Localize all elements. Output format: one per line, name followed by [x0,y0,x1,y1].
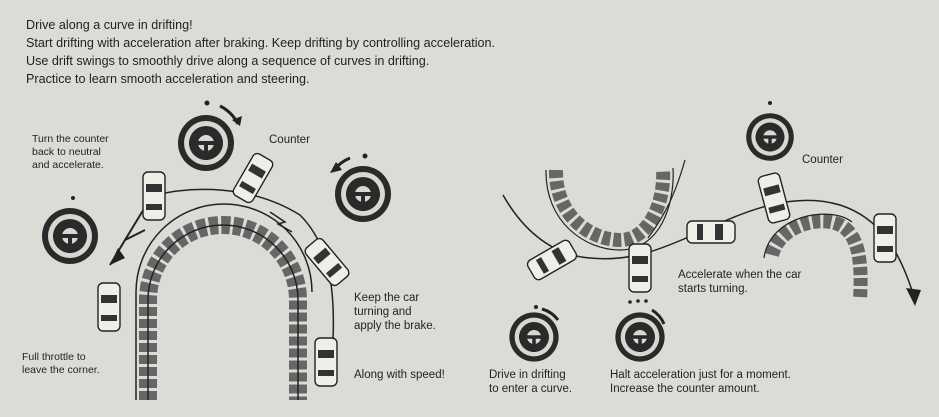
steering-wheel-left-3 [334,165,392,223]
brake-zigzag [269,211,293,233]
left-cars [97,151,352,387]
intro-line-4: Practice to learn smooth acceleration an… [26,72,310,86]
intro-line-3: Use drift swings to smoothly drive along… [26,54,430,68]
intro-text: Drive along a curve in drifting! Start d… [26,16,666,88]
car-left-2 [230,151,276,205]
keep-turning-label: Keep the car turning and apply the brake… [354,292,436,332]
car-right-1 [525,237,579,283]
counter-label-left: Counter [269,134,310,146]
accelerate-label: Accelerate when the car starts turning. [678,269,802,295]
car-left-1 [142,171,166,221]
car-left-5 [314,337,338,387]
steering-wheel-right-2 [508,311,560,363]
turn-counter-label: Turn the counter back to neutral and acc… [32,133,109,171]
left-track-arch [135,203,313,400]
full-throttle-label: Full throttle to leave the corner. [22,351,100,376]
car-left-4 [97,282,121,332]
steering-wheel-left-1 [41,207,99,265]
left-wheels [41,100,392,265]
car-left-3 [302,235,352,289]
enter-curve-label: Drive in drifting to enter a curve. [489,369,573,395]
car-right-5 [873,213,897,263]
halt-acceleration-label: Halt acceleration just for a moment. Inc… [610,369,791,395]
counter-label-right: Counter [802,154,843,166]
right-track [545,159,868,301]
along-speed-label: Along with speed! [354,369,445,381]
car-right-3 [686,220,736,244]
car-right-2 [628,243,652,293]
steering-wheel-left-2 [177,114,235,172]
intro-line-1: Drive along a curve in drifting! [26,18,193,32]
intro-line-2: Start drifting with acceleration after b… [26,36,496,50]
right-wheels [508,101,795,363]
car-right-4 [756,171,792,225]
steering-wheel-right-1 [745,112,795,162]
steering-wheel-right-3 [614,311,666,363]
